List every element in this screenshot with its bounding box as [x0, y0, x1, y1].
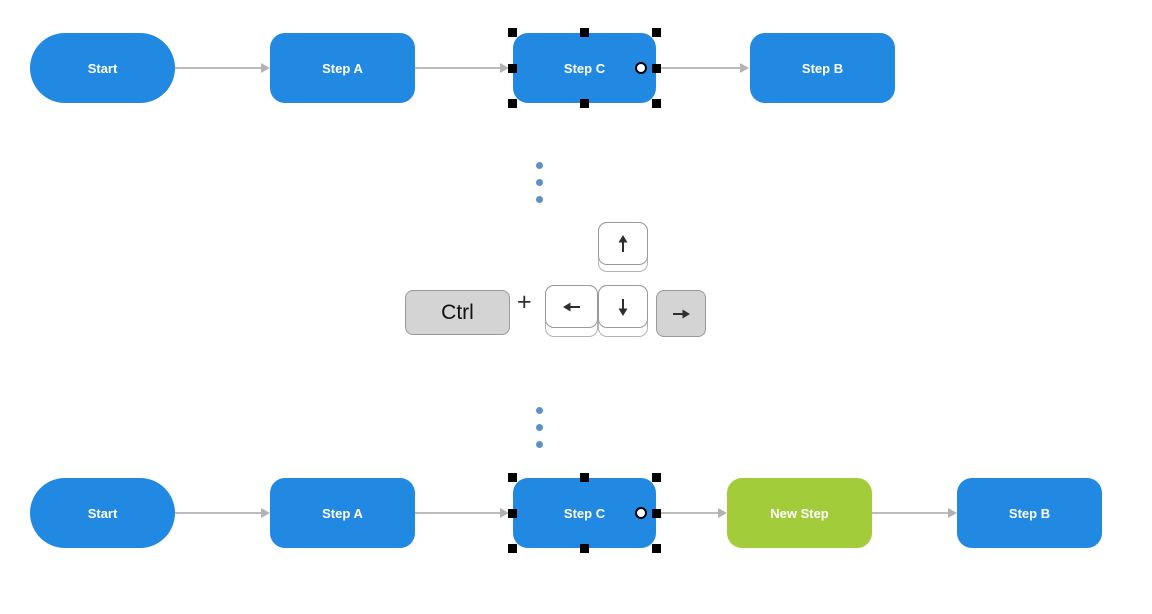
node-label: Start: [87, 60, 118, 76]
arrowhead-icon: [261, 508, 270, 518]
arrow-left-icon: [562, 302, 580, 311]
connection-point-circle[interactable]: [635, 507, 647, 519]
node-label: Step B: [1008, 505, 1051, 521]
connector-line: [661, 512, 721, 514]
dot: [536, 162, 543, 169]
key-ctrl-label: Ctrl: [441, 300, 474, 324]
flow-node-start-before[interactable]: Start: [30, 33, 175, 103]
flow-node-step-c-after[interactable]: Step C: [508, 473, 661, 553]
arrow-down-icon: [618, 298, 628, 316]
arrowhead-icon: [948, 508, 957, 518]
arrowhead-icon: [261, 63, 270, 73]
selection-handle-sw[interactable]: [508, 99, 517, 108]
connector-line: [661, 67, 743, 69]
flow-node-step-a-after[interactable]: Step A: [270, 478, 415, 548]
connector-arrow[interactable]: [175, 61, 270, 75]
flow-node-new-step[interactable]: New Step: [727, 478, 872, 548]
flow-node-step-c-before[interactable]: Step C: [508, 28, 661, 108]
node-label: Step A: [322, 60, 363, 76]
connector-arrow[interactable]: [661, 61, 749, 75]
selection-handle-ne[interactable]: [652, 473, 661, 482]
plus-sign: +: [517, 288, 532, 316]
connector-line: [415, 67, 503, 69]
connector-line: [175, 512, 264, 514]
arrow-right-icon: [673, 309, 690, 318]
arrowhead-icon: [500, 63, 509, 73]
connector-arrow[interactable]: [175, 506, 270, 520]
selection-handle-n[interactable]: [580, 473, 589, 482]
node-label: Step C: [563, 60, 606, 76]
key-arrow-down: [598, 285, 648, 337]
key-ctrl: Ctrl: [405, 290, 510, 335]
connection-point-circle[interactable]: [635, 62, 647, 74]
keycap-top: [598, 222, 648, 265]
dot: [536, 441, 543, 448]
key-arrow-left: [545, 285, 598, 337]
node-label: Step A: [322, 505, 363, 521]
dot: [536, 196, 543, 203]
selection-handle-w[interactable]: [508, 63, 517, 73]
arrowhead-icon: [740, 63, 749, 73]
node-label: Step B: [801, 60, 844, 76]
selection-handle-se[interactable]: [652, 544, 661, 553]
key-arrow-right: [656, 290, 706, 337]
selection-handle-ne[interactable]: [652, 28, 661, 37]
keycap-top: [545, 285, 598, 328]
flow-node-step-b-after[interactable]: Step B: [957, 478, 1102, 548]
ellipsis-separator-top: [536, 162, 543, 203]
selection-handle-nw[interactable]: [508, 28, 517, 37]
ellipsis-separator-bottom: [536, 407, 543, 448]
flow-node-step-a-before[interactable]: Step A: [270, 33, 415, 103]
flow-node-start-after[interactable]: Start: [30, 478, 175, 548]
arrowhead-icon: [718, 508, 727, 518]
connector-line: [872, 512, 951, 514]
flow-node-step-b-before[interactable]: Step B: [750, 33, 895, 103]
selection-handle-e[interactable]: [652, 508, 661, 518]
connector-arrow[interactable]: [415, 506, 509, 520]
arrowhead-icon: [500, 508, 509, 518]
selection-handle-se[interactable]: [652, 99, 661, 108]
connector-arrow[interactable]: [661, 506, 727, 520]
arrow-up-icon: [618, 234, 628, 252]
selection-handle-n[interactable]: [580, 28, 589, 37]
selection-handle-nw[interactable]: [508, 473, 517, 482]
dot: [536, 407, 543, 414]
dot: [536, 179, 543, 186]
selection-handle-w[interactable]: [508, 508, 517, 518]
key-arrow-up: [598, 222, 648, 272]
connector-line: [415, 512, 503, 514]
connector-arrow[interactable]: [872, 506, 957, 520]
node-label: New Step: [770, 505, 829, 521]
connector-line: [175, 67, 264, 69]
selection-handle-s[interactable]: [580, 99, 589, 108]
selection-handle-s[interactable]: [580, 544, 589, 553]
node-label: Step C: [563, 505, 606, 521]
selection-handle-e[interactable]: [652, 63, 661, 73]
dot: [536, 424, 543, 431]
keycap-top: [598, 285, 648, 328]
node-label: Start: [87, 505, 118, 521]
selection-handle-sw[interactable]: [508, 544, 517, 553]
connector-arrow[interactable]: [415, 61, 509, 75]
